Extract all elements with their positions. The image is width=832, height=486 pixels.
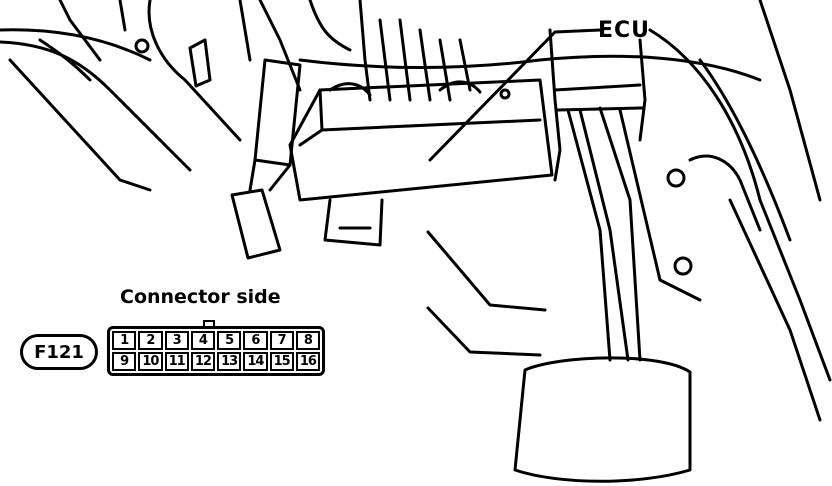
connector-pin-grid: 1 2 3 4 5 6 7 8 9 10 11 12 13 14 15 16 xyxy=(107,326,325,376)
pedal-pad xyxy=(513,356,692,483)
connector-id-badge: F121 xyxy=(20,334,98,370)
connector-pin: 14 xyxy=(243,352,268,371)
connector-lock-tab xyxy=(203,320,215,328)
connector-pin: 4 xyxy=(190,331,215,350)
ecu-label: ECU xyxy=(598,18,651,43)
connector-pin: 11 xyxy=(164,352,189,371)
connector-pin: 9 xyxy=(112,352,137,371)
connector-pin: 7 xyxy=(269,331,294,350)
wiring-harness xyxy=(238,0,762,102)
connector-pin: 10 xyxy=(138,352,163,371)
connector-pin: 1 xyxy=(112,331,137,350)
connector-pin: 8 xyxy=(295,331,320,350)
dash-panel-left xyxy=(0,0,242,192)
connector-side-label: Connector side xyxy=(120,286,281,308)
connector-pin: 15 xyxy=(269,352,294,371)
connector-pin: 3 xyxy=(164,331,189,350)
connector-pin: 2 xyxy=(138,331,163,350)
harness-plugs xyxy=(188,38,302,260)
pedal-assembly xyxy=(548,0,832,422)
ecu-leader-line xyxy=(428,28,602,162)
floor-lines xyxy=(426,230,547,357)
connector-pin: 6 xyxy=(243,331,268,350)
connector-pin: 16 xyxy=(295,352,320,371)
connector-pin: 5 xyxy=(217,331,242,350)
connector-pin: 12 xyxy=(190,352,215,371)
connector-pin: 13 xyxy=(217,352,242,371)
ecu-unit xyxy=(288,78,554,247)
